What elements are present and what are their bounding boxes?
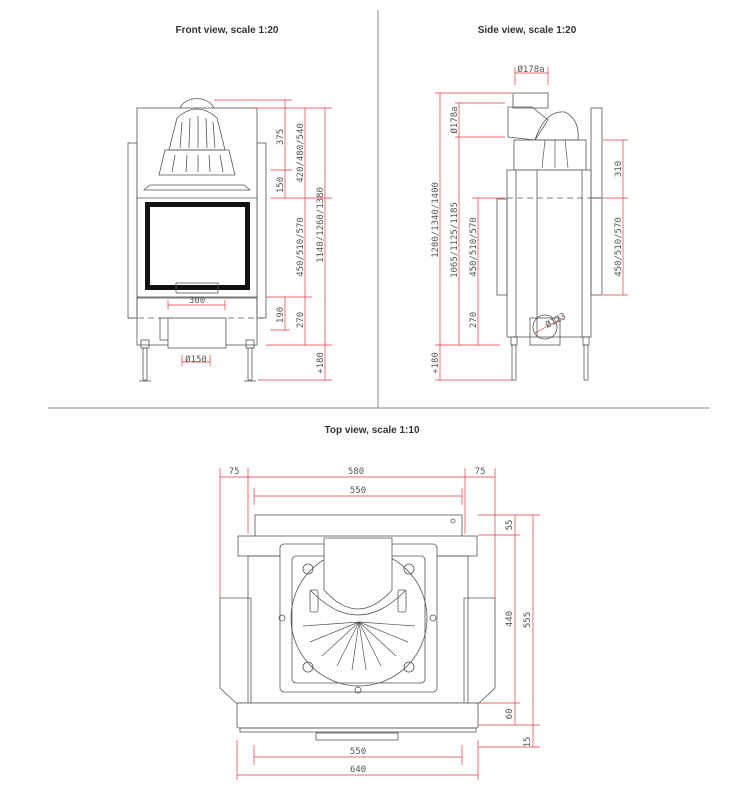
dim-190: 190 [276,307,286,323]
dim-15: 15 [523,737,533,748]
dim-55: 55 [505,520,515,531]
dim-flue-diameter: Ø150 [185,354,207,365]
top-view-title: Top view, scale 1:10 [324,425,419,436]
dim-1065-1125-1185: 1065/1125/1185 [450,202,460,278]
dim-1280-1340-1400: 1280/1340/1400 [431,182,441,258]
dim-270: 270 [296,312,306,328]
dim-300: 300 [189,296,205,306]
dim-420-480-540: 420/480/540 [296,123,306,183]
top-view-dimensions: 75 580 75 550 55 440 555 60 15 550 640 [219,467,540,780]
dim-75-left: 75 [229,467,240,477]
flue-duct [323,537,393,610]
top-view: Top view, scale 1:10 [219,425,540,780]
dim-plus-180: +180 [431,352,441,374]
dim-60: 60 [505,709,515,720]
dim-450-510-570-right: 450/510/570 [614,217,624,277]
burner-ribs [302,621,416,671]
dim-375: 375 [276,129,286,145]
dim-270: 270 [469,312,479,328]
side-view-dimensions: Ø178a Ø178a 1280/1340/1400 1065/1125/118… [431,64,628,381]
door-handle [315,732,399,741]
dim-450-510-570: 450/510/570 [296,217,306,277]
front-view-title: Front view, scale 1:20 [175,25,278,36]
dim-440: 440 [505,611,515,627]
front-view-fireplace [127,98,267,382]
dim-1140-1260-1380: 1140/1260/1380 [316,187,326,263]
dim-555: 555 [523,612,533,628]
dim-550-bottom: 550 [350,747,366,757]
dim-310: 310 [614,161,624,177]
dim-640: 640 [350,765,366,775]
front-view-dimensions: 375 150 420/480/540 450/510/570 1140/126… [167,99,332,381]
side-view-title: Side view, scale 1:20 [478,25,577,36]
side-view-fireplace [496,92,603,381]
top-view-fireplace [219,514,496,741]
front-view: Front view, scale 1:20 [127,25,332,382]
dim-flue-diameter-top: Ø178a [517,64,544,75]
dim-plus-180: +180 [316,352,326,374]
dim-550-top: 550 [350,486,366,496]
side-view: Side view, scale 1:20 Ø178a Ø178a 1280/1… [431,25,628,381]
dim-450-510-570-left: 450/510/570 [469,217,479,277]
dim-150: 150 [276,177,286,193]
dim-flue-diameter-side: Ø178a [449,106,460,133]
dim-580: 580 [348,467,364,477]
combustion-air-inlet [532,314,558,340]
dim-75-right: 75 [475,467,486,477]
